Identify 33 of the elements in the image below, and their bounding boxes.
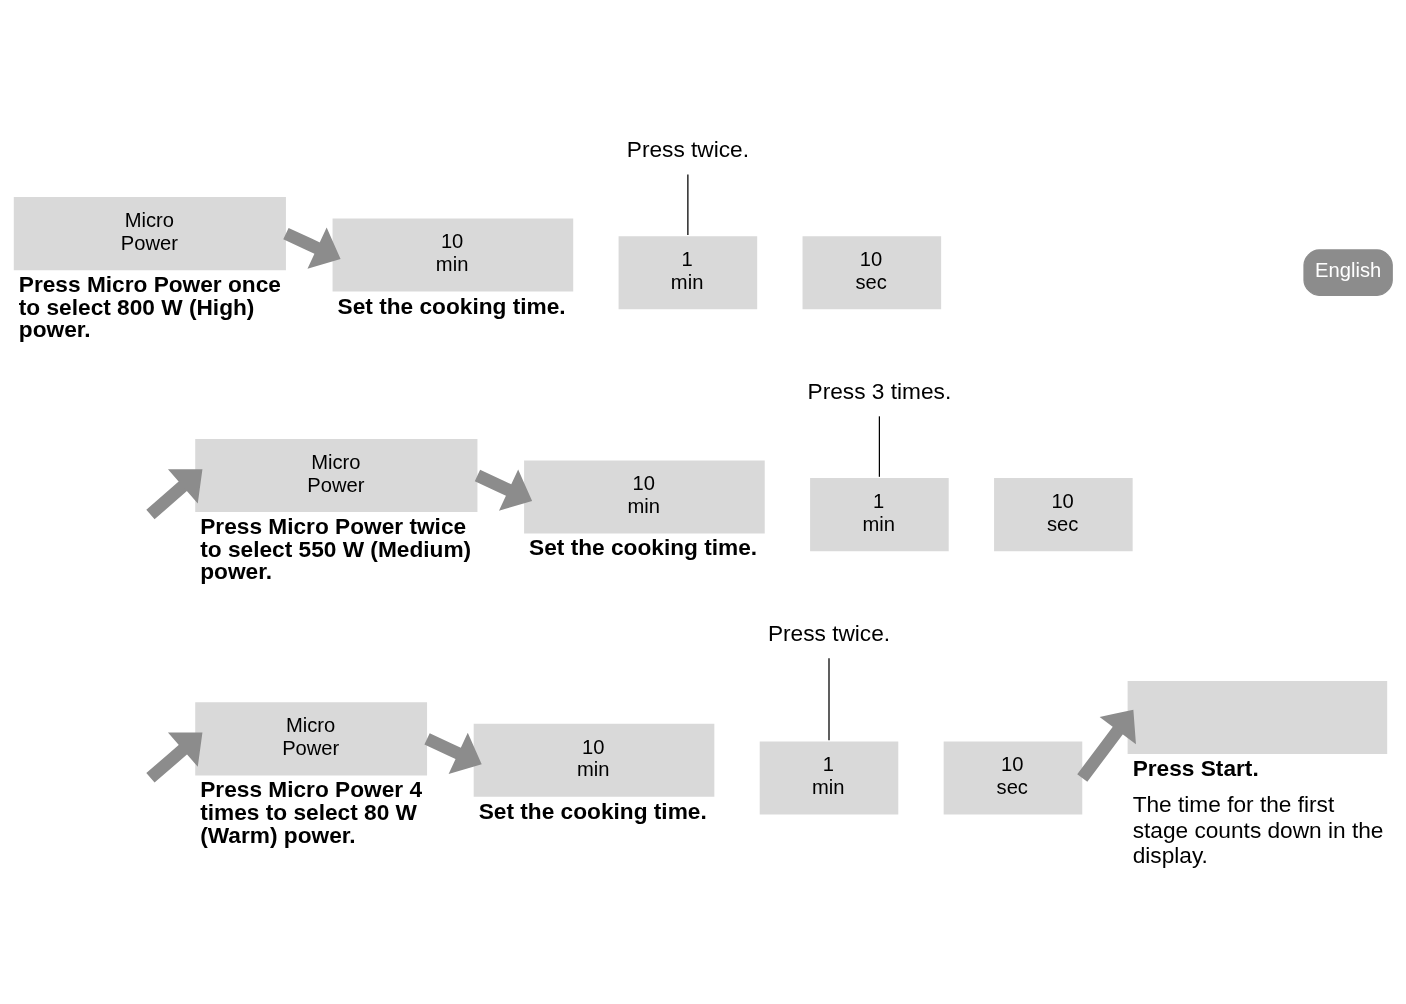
node-box: Micro Power — [195, 439, 478, 513]
node-box: 10 min — [332, 218, 574, 292]
node-box: 10 sec — [802, 236, 942, 310]
node-label: Press Micro Power twice to select 550 W (Medium) power. — [200, 513, 472, 585]
node-text: Press twice. — [767, 620, 891, 647]
node-box: 10 sec — [943, 741, 1083, 815]
node-label: Press Micro Power 4 times to select 80 W (Warm) power. — [200, 776, 423, 848]
node-label: Set the cooking time. — [529, 534, 758, 561]
node-text: Press 3 times. — [807, 378, 952, 405]
node-box: Micro Power — [13, 197, 286, 271]
node-box: 10 min — [473, 723, 715, 797]
node-box: 10 sec — [994, 478, 1133, 552]
node-box: 10 min — [524, 460, 765, 534]
node-label: Press Start. — [1132, 754, 1259, 781]
arrow — [1077, 709, 1136, 782]
connector — [878, 415, 881, 478]
node-text: Press twice. — [626, 136, 749, 163]
node-box: Micro Power — [195, 702, 428, 776]
node-label: Set the cooking time. — [337, 292, 566, 319]
node-label: The time for the first stage counts down in the display. — [1132, 791, 1384, 868]
node-box: 1 min — [618, 236, 758, 310]
node-box: 1 min — [759, 741, 899, 815]
node-label: Press Micro Power once to select 800 W (High) power. — [18, 271, 281, 343]
arrow — [146, 469, 203, 520]
node-box — [1127, 680, 1388, 754]
arrow — [146, 732, 203, 783]
arrow — [424, 732, 482, 774]
arrow — [474, 469, 533, 511]
arrow — [283, 227, 341, 269]
node-label: Set the cooking time. — [478, 797, 707, 824]
node-box: 1 min — [810, 478, 949, 552]
label: English — [1315, 259, 1382, 282]
connector — [687, 173, 689, 236]
